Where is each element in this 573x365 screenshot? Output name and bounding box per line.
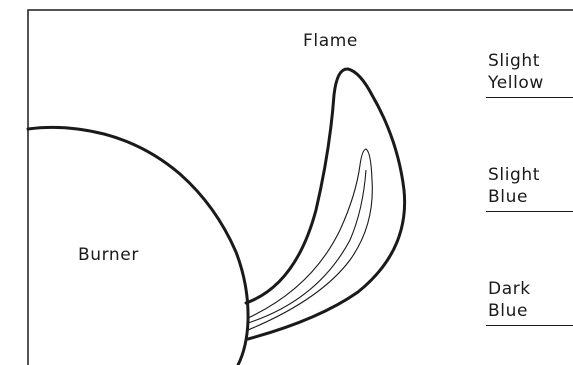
flame-outline xyxy=(246,69,405,339)
burner-label: Burner xyxy=(78,244,139,266)
legend-line1: Slight xyxy=(488,164,540,186)
legend-line1: Slight xyxy=(488,50,544,72)
legend-divider xyxy=(486,211,573,212)
legend-slight-blue: Slight Blue xyxy=(488,164,540,208)
legend-line2: Yellow xyxy=(488,72,544,94)
flame-inner-layer xyxy=(248,149,372,330)
legend-line2: Blue xyxy=(488,300,531,322)
legend-dark-blue: Dark Blue xyxy=(488,278,531,322)
legend-divider xyxy=(486,97,573,98)
legend-line2: Blue xyxy=(488,186,540,208)
legend-slight-yellow: Slight Yellow xyxy=(488,50,544,94)
legend-divider xyxy=(486,325,573,326)
flame-label: Flame xyxy=(303,30,358,52)
legend-line1: Dark xyxy=(488,278,531,300)
